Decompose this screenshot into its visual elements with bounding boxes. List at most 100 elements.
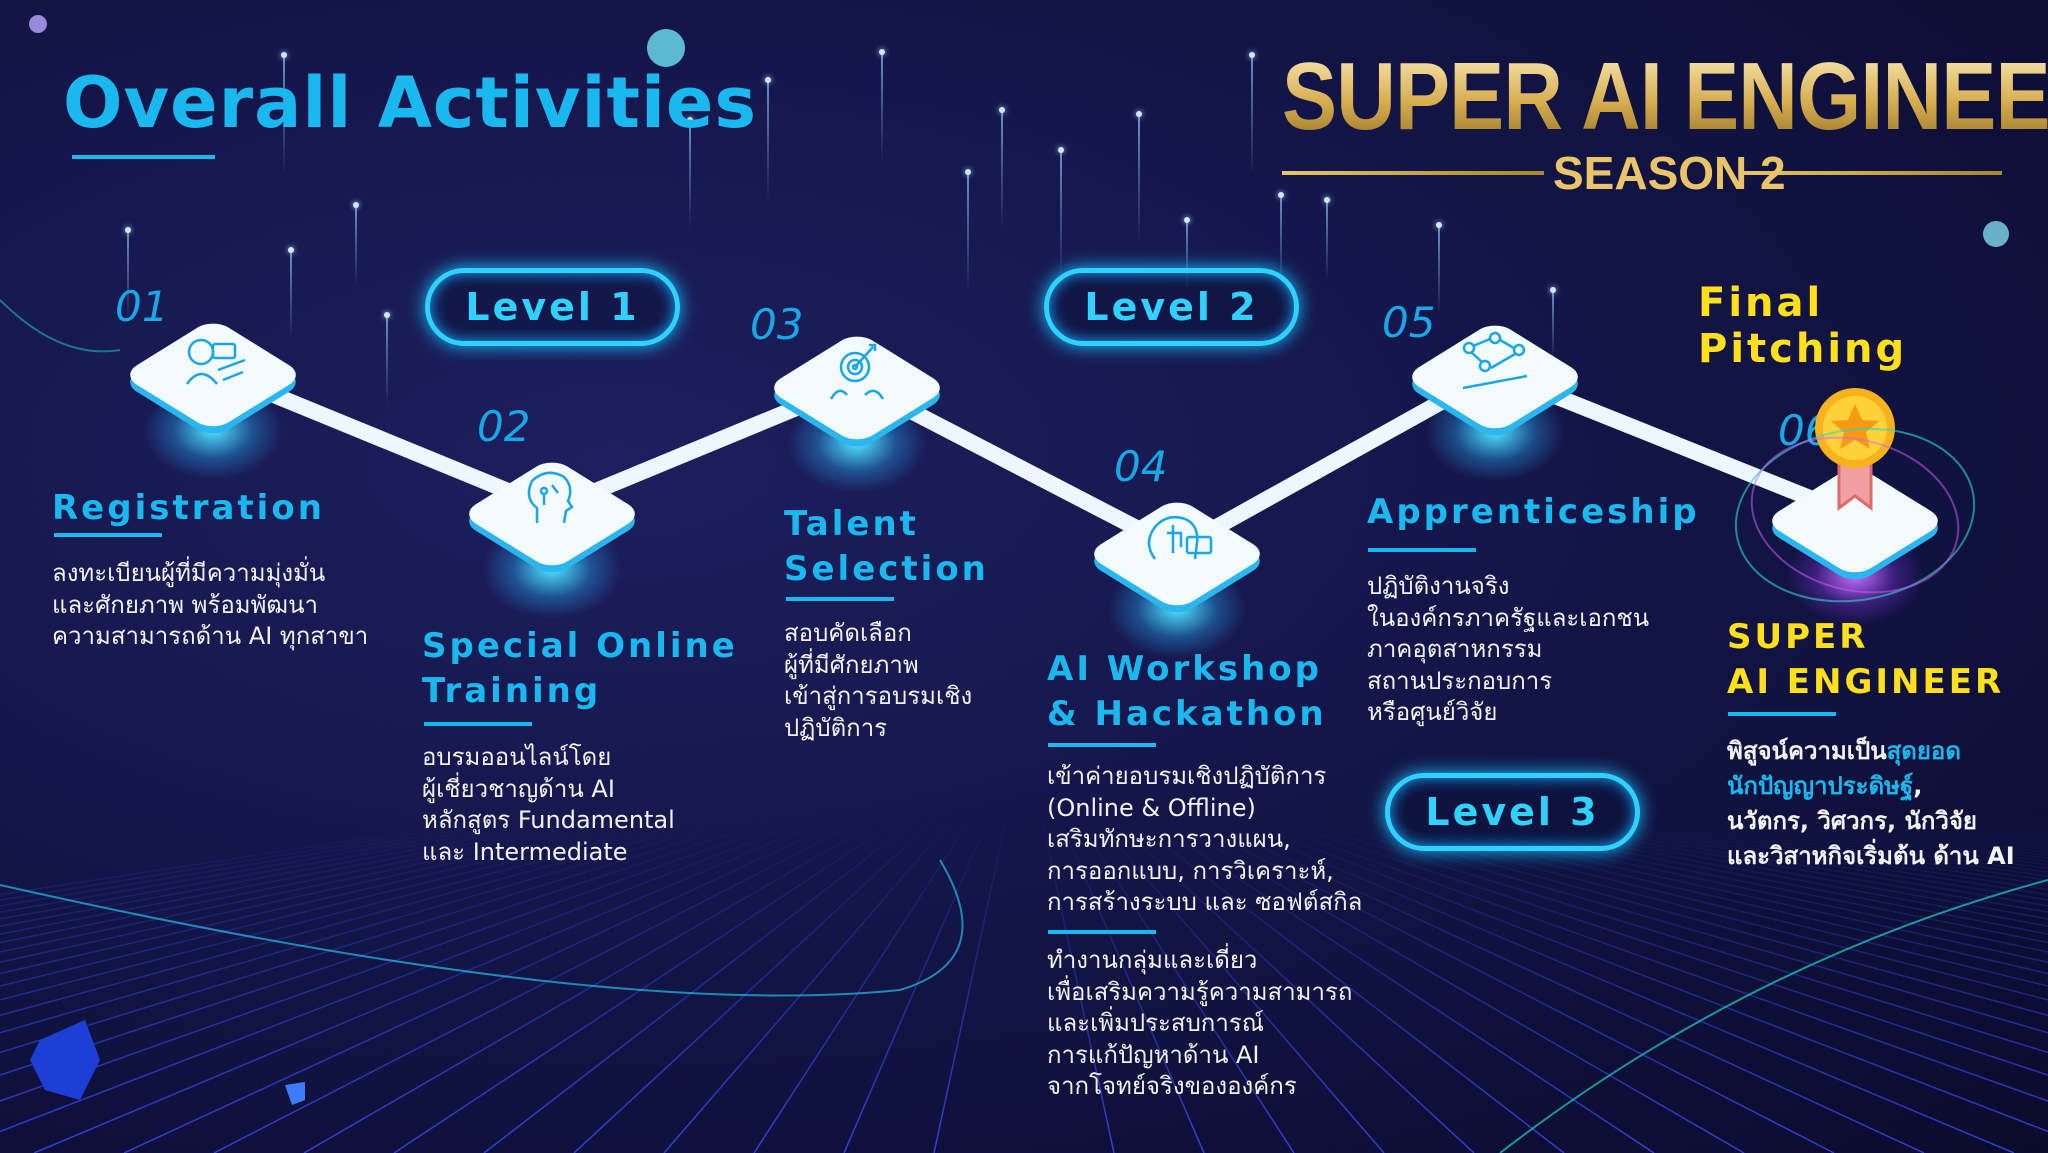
desc-line: สอบคัดเลือก <box>784 619 912 647</box>
step-node-workshop <box>1085 489 1269 659</box>
desc-line: ทำงานกลุ่มและเดี่ยว <box>1047 946 1258 974</box>
level-1-badge: Level 1 <box>425 268 680 346</box>
desc-line: เสริมทักษะการวางแผน, <box>1047 825 1291 853</box>
light-streak <box>353 202 359 285</box>
desc-line: การออกแบบ, การวิเคราะห์, <box>1047 856 1334 885</box>
logo-season: SEASON 2 <box>1553 147 1786 199</box>
step-node-talent-selection <box>765 323 949 493</box>
light-streak <box>1550 287 1556 360</box>
desc-line: หรือศูนย์วิจัย <box>1367 698 1498 726</box>
desc-line: เข้าค่ายอบรมเชิงปฏิบัติการ <box>1047 762 1327 790</box>
desc-highlight: สุดยอด <box>1886 737 1961 765</box>
step-title-workshop: AI Workshop & Hackathon <box>1047 647 1327 737</box>
light-streak <box>1324 197 1330 280</box>
logo-title: SUPER AI ENGINEER <box>1282 42 2048 152</box>
desc-line: ปฏิบัติงานจริง <box>1367 572 1510 600</box>
level-2-badge: Level 2 <box>1044 268 1299 346</box>
title-underline <box>72 155 215 159</box>
title-line: Training <box>422 671 602 711</box>
network-icon <box>1462 331 1528 390</box>
desc-line: (Online & Offline) <box>1047 793 1256 822</box>
level-3-badge: Level 3 <box>1385 773 1640 851</box>
step-desc2-workshop: ทำงานกลุ่มและเดี่ยวเพื่อเสริมความรู้ความ… <box>1047 945 1352 1103</box>
desc-text: พิสูจน์ความเป็น <box>1727 737 1887 765</box>
step-title-registration: Registration <box>52 488 325 528</box>
light-streak <box>999 107 1005 230</box>
desc-highlight: นักปัญญาประดิษฐ์ <box>1727 772 1914 800</box>
step-number-02: 02 <box>477 402 531 451</box>
step-underline <box>786 597 894 601</box>
step-desc-super-ai-engineer: พิสูจน์ความเป็นสุดยอด นักปัญญาประดิษฐ์, … <box>1727 734 2015 874</box>
desc-line: และ Intermediate <box>422 837 628 866</box>
light-streak <box>281 52 287 175</box>
desc-line: เข้าสู่การอบรมเชิง <box>784 682 973 710</box>
desc-line: และเพิ่มประสบการณ์ <box>1047 1009 1264 1037</box>
desc-line: เพื่อเสริมความรู้ความสามารถ <box>1047 977 1353 1006</box>
step-number-04: 04 <box>1114 442 1168 491</box>
page-title: Overall Activities <box>63 62 758 144</box>
presenter-icon <box>185 338 246 385</box>
step-desc-online-training: อบรมออนไลน์โดยผู้เชี่ยวชาญด้าน AI หลักสูต… <box>422 742 675 868</box>
desc-line: ผู้ที่มีศักยภาพ <box>784 650 919 679</box>
title-line: SUPER <box>1727 617 1869 657</box>
step-number-03: 03 <box>750 300 804 349</box>
step-node-super-ai-engineer <box>1763 388 1947 626</box>
step-desc-workshop: เข้าค่ายอบรมเชิงปฏิบัติการ (Online & Offl… <box>1047 761 1362 919</box>
step-underline <box>1048 930 1156 934</box>
step-underline <box>1728 712 1836 716</box>
light-streak <box>1136 111 1142 244</box>
desc-line: ภาคอุตสาหกรรม <box>1367 635 1543 663</box>
light-streak <box>1436 222 1442 315</box>
light-streak <box>288 247 294 340</box>
step-desc-apprenticeship: ปฏิบัติงานจริงในองค์กรภาครัฐและเอกชนภาคอ… <box>1367 571 1649 729</box>
desc-line: จากโจทย์จริงขององค์กร <box>1047 1072 1297 1100</box>
title-line: AI Workshop <box>1047 649 1322 689</box>
desc-line: ในองค์กรภาครัฐและเอกชน <box>1367 603 1650 632</box>
light-streak <box>1249 52 1255 175</box>
step-title-super-ai-engineer: SUPER AI ENGINEER <box>1727 615 2004 705</box>
logo-line-left <box>1282 171 1544 175</box>
light-streak <box>765 77 771 200</box>
desc-line: ความสามารถด้าน AI ทุกสาขา <box>52 622 369 650</box>
step-node-registration <box>121 310 305 480</box>
step-underline <box>424 722 532 726</box>
desc-text: , <box>1913 772 1923 800</box>
step-number-01: 01 <box>115 282 169 331</box>
step-underline <box>1368 548 1476 552</box>
step-node-online-training <box>460 449 644 619</box>
ai-head-icon <box>527 471 574 524</box>
title-line: AI ENGINEER <box>1727 662 2005 702</box>
desc-line: ผู้เชี่ยวชาญด้าน AI <box>422 774 615 803</box>
final-pitching-label: Final Pitching <box>1698 280 1908 372</box>
desc-line: นวัตกร, วิศวกร, นักวิจัย <box>1727 807 1977 835</box>
light-streak <box>125 227 131 320</box>
light-streak <box>965 169 971 292</box>
medal-icon <box>1815 388 1895 511</box>
step-underline <box>1048 743 1156 747</box>
light-streak <box>879 49 885 162</box>
desc-line: หลักสูตร Fundamental <box>422 806 675 834</box>
target-icon <box>829 343 885 400</box>
title-line: & Hackathon <box>1047 694 1327 734</box>
step-desc-talent-selection: สอบคัดเลือกผู้ที่มีศักยภาพเข้าสู่การอบรม… <box>784 618 972 744</box>
step-number-05: 05 <box>1382 298 1436 347</box>
step-underline <box>54 533 162 537</box>
title-line: Selection <box>784 549 989 589</box>
brain-circuit-icon <box>1147 516 1213 560</box>
title-line: Special Online <box>422 626 738 666</box>
desc-line: สถานประกอบการ <box>1367 666 1553 695</box>
desc-line: การแก้ปัญหาด้าน AI <box>1047 1040 1260 1069</box>
desc-line: ปฏิบัติการ <box>784 713 888 742</box>
desc-line: การสร้างระบบ และ ซอฟต์สกิล <box>1047 888 1363 916</box>
orbit-ring-decoration <box>1734 427 1976 603</box>
title-line: Talent <box>784 504 919 544</box>
step-desc-registration: ลงทะเบียนผู้ที่มีความมุ่งมั่นและศักยภาพ … <box>52 558 368 653</box>
desc-line: และศักยภาพ พร้อมพัฒนา <box>52 590 318 619</box>
light-streak <box>1278 192 1284 285</box>
desc-line: อบรมออนไลน์โดย <box>422 743 612 771</box>
light-streak <box>384 312 390 405</box>
light-streak <box>1184 217 1190 290</box>
desc-line: ลงทะเบียนผู้ที่มีความมุ่งมั่น <box>52 559 326 587</box>
